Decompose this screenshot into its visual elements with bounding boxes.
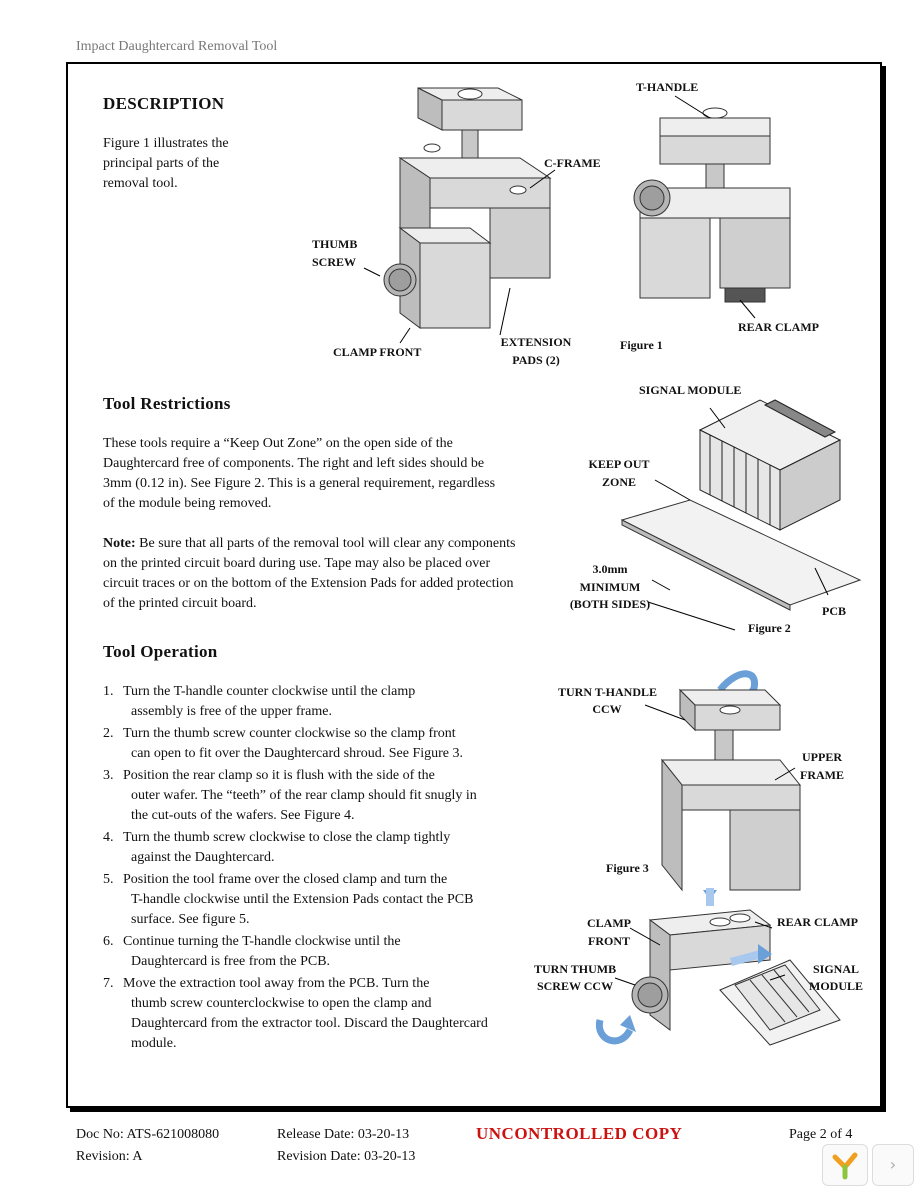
figure3-label-rear-clamp: REAR CLAMP [777,915,858,929]
figure3-label-module: MODULE [809,979,863,993]
uncontrolled-copy-stamp: UNCONTROLLED COPY [476,1124,683,1143]
figure2-label-dimension: 3.0mm [592,562,628,576]
figure3-label-ccw: CCW [592,702,622,716]
operation-steps: 1.Turn the T-handle counter clockwise un… [103,682,493,1056]
figure1-label-screw: SCREW [312,255,357,269]
figure3-label-signal: SIGNAL [812,962,859,976]
figure2-pcb [620,499,862,611]
footer-doc-no: Doc No: ATS-621008080 [76,1127,220,1142]
restrictions-note: Note: Be sure that all parts of the remo… [103,534,518,614]
figure3-label-upper: UPPER [802,750,842,764]
figure2-label-keep-out: KEEP OUT [588,457,650,471]
document-header-title: Impact Daughtercard Removal Tool [76,39,278,54]
figure1-leader-lines [363,95,756,344]
figure1-label-clamp-front: CLAMP FRONT [333,345,422,359]
figure2-label-zone: ZONE [601,475,636,489]
figure2-label-signal-module: SIGNAL MODULE [639,383,742,397]
viewer-logo-icon [832,1152,858,1180]
figure3-label-front: FRONT [588,934,630,948]
figure1-label-rear-clamp: REAR CLAMP [738,320,819,334]
figure2-signal-module [698,399,842,531]
figure3-label-frame: FRAME [800,768,844,782]
figure2-label-both-sides: (BOTH SIDES) [569,597,651,611]
operation-step: 6.Continue turning the T-handle clockwis… [103,934,401,969]
next-page-button[interactable]: › [872,1144,914,1186]
restrictions-heading: Tool Restrictions [103,394,231,413]
content-frame [66,62,882,1108]
footer-revision-date: Revision Date: 03-20-13 [277,1149,416,1164]
figure1-drawing [363,87,791,344]
figure3-label-screw-ccw: SCREW CCW [536,979,614,993]
figure3-signal-module [719,959,841,1046]
operation-step: 7.Move the extraction tool away from the… [103,976,488,1051]
figure3-label-turn-thumb: TURN THUMB [534,962,617,976]
footer-revision: Revision: A [76,1149,143,1164]
figure1-label-extension: EXTENSION [500,335,572,349]
figure3-ccw-arrow-bottom-icon [595,1015,636,1045]
restrictions-paragraph: These tools require a “Keep Out Zone” on… [103,436,496,511]
figure2-drawing [620,399,862,631]
figure2-leader-lines [647,407,829,631]
figure2-caption: Figure 2 [748,621,791,635]
figure3-up-arrow-icon [703,888,717,906]
figure1-label-t-handle: T-HANDLE [636,80,699,94]
figure1-caption: Figure 1 [620,338,663,352]
footer-page-number: Page 2 of 4 [789,1127,853,1142]
operation-step: 2.Turn the thumb screw counter clockwise… [103,726,464,761]
operation-step: 5.Position the tool frame over the close… [103,872,474,927]
figure3-upper-frame [660,688,802,892]
figure2-label-pcb: PCB [822,604,846,618]
figure2-label-minimum: MINIMUM [579,580,641,594]
description-heading: DESCRIPTION [103,94,225,113]
operation-step: 4.Turn the thumb screw clockwise to clos… [103,830,451,865]
figure1-label-thumb: THUMB [312,237,358,251]
figure3-label-clamp: CLAMP [587,916,631,930]
chevron-right-icon: › [889,1155,897,1174]
operation-step: 3.Position the rear clamp so it is flush… [103,768,477,823]
figure1-right-tool [633,107,791,303]
figure1-left-tool [383,87,552,329]
figure3-label-turn-t-handle: TURN T-HANDLE [558,685,658,699]
figure3-leader-lines [614,704,796,986]
figure3-drawing [595,670,841,1046]
operation-step: 1.Turn the T-handle counter clockwise un… [103,684,416,719]
viewer-logo-button[interactable] [822,1144,868,1186]
figure3-right-arrow-icon [730,944,772,966]
description-text: Figure 1 illustrates the principal parts… [103,136,229,191]
operation-heading: Tool Operation [103,642,218,661]
footer-release-date: Release Date: 03-20-13 [277,1127,410,1142]
note-text: Be sure that all parts of the removal to… [103,536,516,611]
note-label: Note: [103,536,136,551]
figure1-label-pads: PADS (2) [512,353,560,367]
figure1-label-c-frame: C-FRAME [544,156,601,170]
figure3-caption: Figure 3 [606,861,649,875]
